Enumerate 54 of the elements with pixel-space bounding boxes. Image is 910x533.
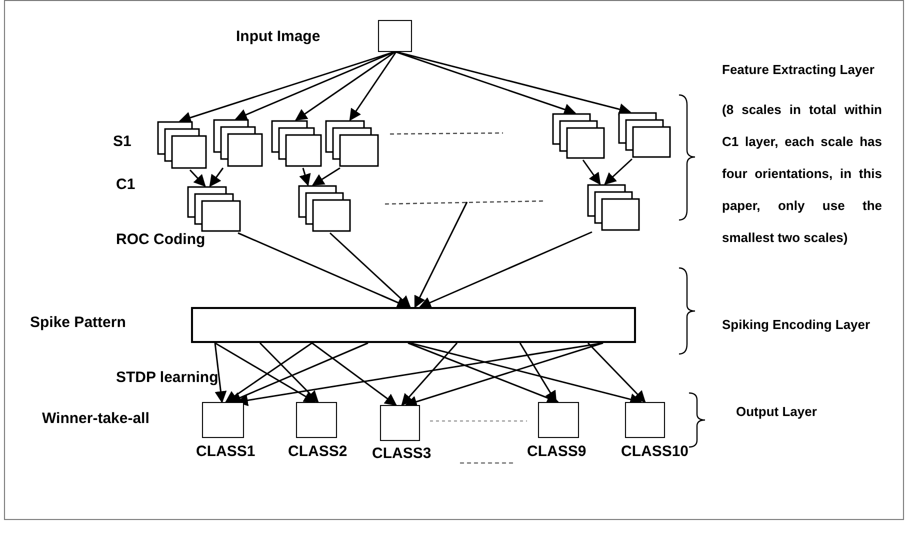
row-label: S1 (113, 133, 132, 150)
feature-map-stack (587, 184, 641, 232)
neuron-box (380, 405, 420, 441)
row-label: C1 (116, 176, 136, 193)
class-label: CLASS1 (196, 443, 256, 460)
arrow (209, 168, 224, 187)
arrow (259, 342, 319, 403)
row-label: Winner-take-all (42, 410, 150, 427)
arrow (418, 231, 592, 308)
feature-map-stack (325, 120, 380, 168)
arrow (401, 342, 458, 406)
layer-label: (8 scales in total within C1 layer, each scale has four orientations, in this paper, only use the smallest two scales) (722, 101, 882, 247)
arrow (414, 202, 468, 308)
arrow (404, 342, 604, 408)
feature-map-stack (213, 119, 264, 168)
arrow (238, 232, 410, 308)
neuron-box (625, 402, 665, 438)
arrow (330, 232, 411, 308)
arrow (295, 51, 396, 121)
arrow (299, 168, 311, 186)
arrow (214, 342, 227, 404)
neuron-box (202, 402, 244, 438)
row-label: STDP learning (116, 369, 218, 386)
neuron-box (296, 402, 337, 438)
row-label: Spike Pattern (30, 314, 126, 331)
row-label: ROC Coding (116, 231, 206, 248)
layer-label: Output Layer (736, 404, 817, 419)
class-label: CLASS3 (372, 445, 432, 462)
neuron-box (538, 402, 579, 438)
feature-map-stack (298, 185, 352, 233)
feature-map-stack (552, 113, 606, 160)
arrow (234, 51, 394, 120)
arrow (228, 342, 368, 404)
spike-pattern-bar (191, 307, 636, 343)
arrow (189, 169, 206, 187)
arrow (312, 342, 397, 406)
input-image-box (378, 20, 412, 52)
arrow (396, 51, 576, 116)
arrow (408, 342, 560, 404)
arrow (604, 158, 632, 185)
class-label: CLASS10 (621, 443, 689, 460)
feature-map-stack (271, 120, 323, 168)
layer-label: Spiking Encoding Layer (722, 317, 870, 332)
class-label: CLASS9 (527, 443, 586, 460)
feature-map-stack (187, 186, 242, 233)
arrow (582, 160, 601, 185)
arrow (587, 342, 646, 403)
row-label: Input Image (236, 28, 320, 45)
class-label: CLASS2 (288, 443, 348, 460)
layer-label: Feature Extracting Layer (722, 62, 874, 77)
feature-map-stack (618, 112, 672, 159)
arrow (312, 167, 340, 186)
feature-map-stack (157, 121, 208, 170)
arrow (349, 52, 397, 121)
